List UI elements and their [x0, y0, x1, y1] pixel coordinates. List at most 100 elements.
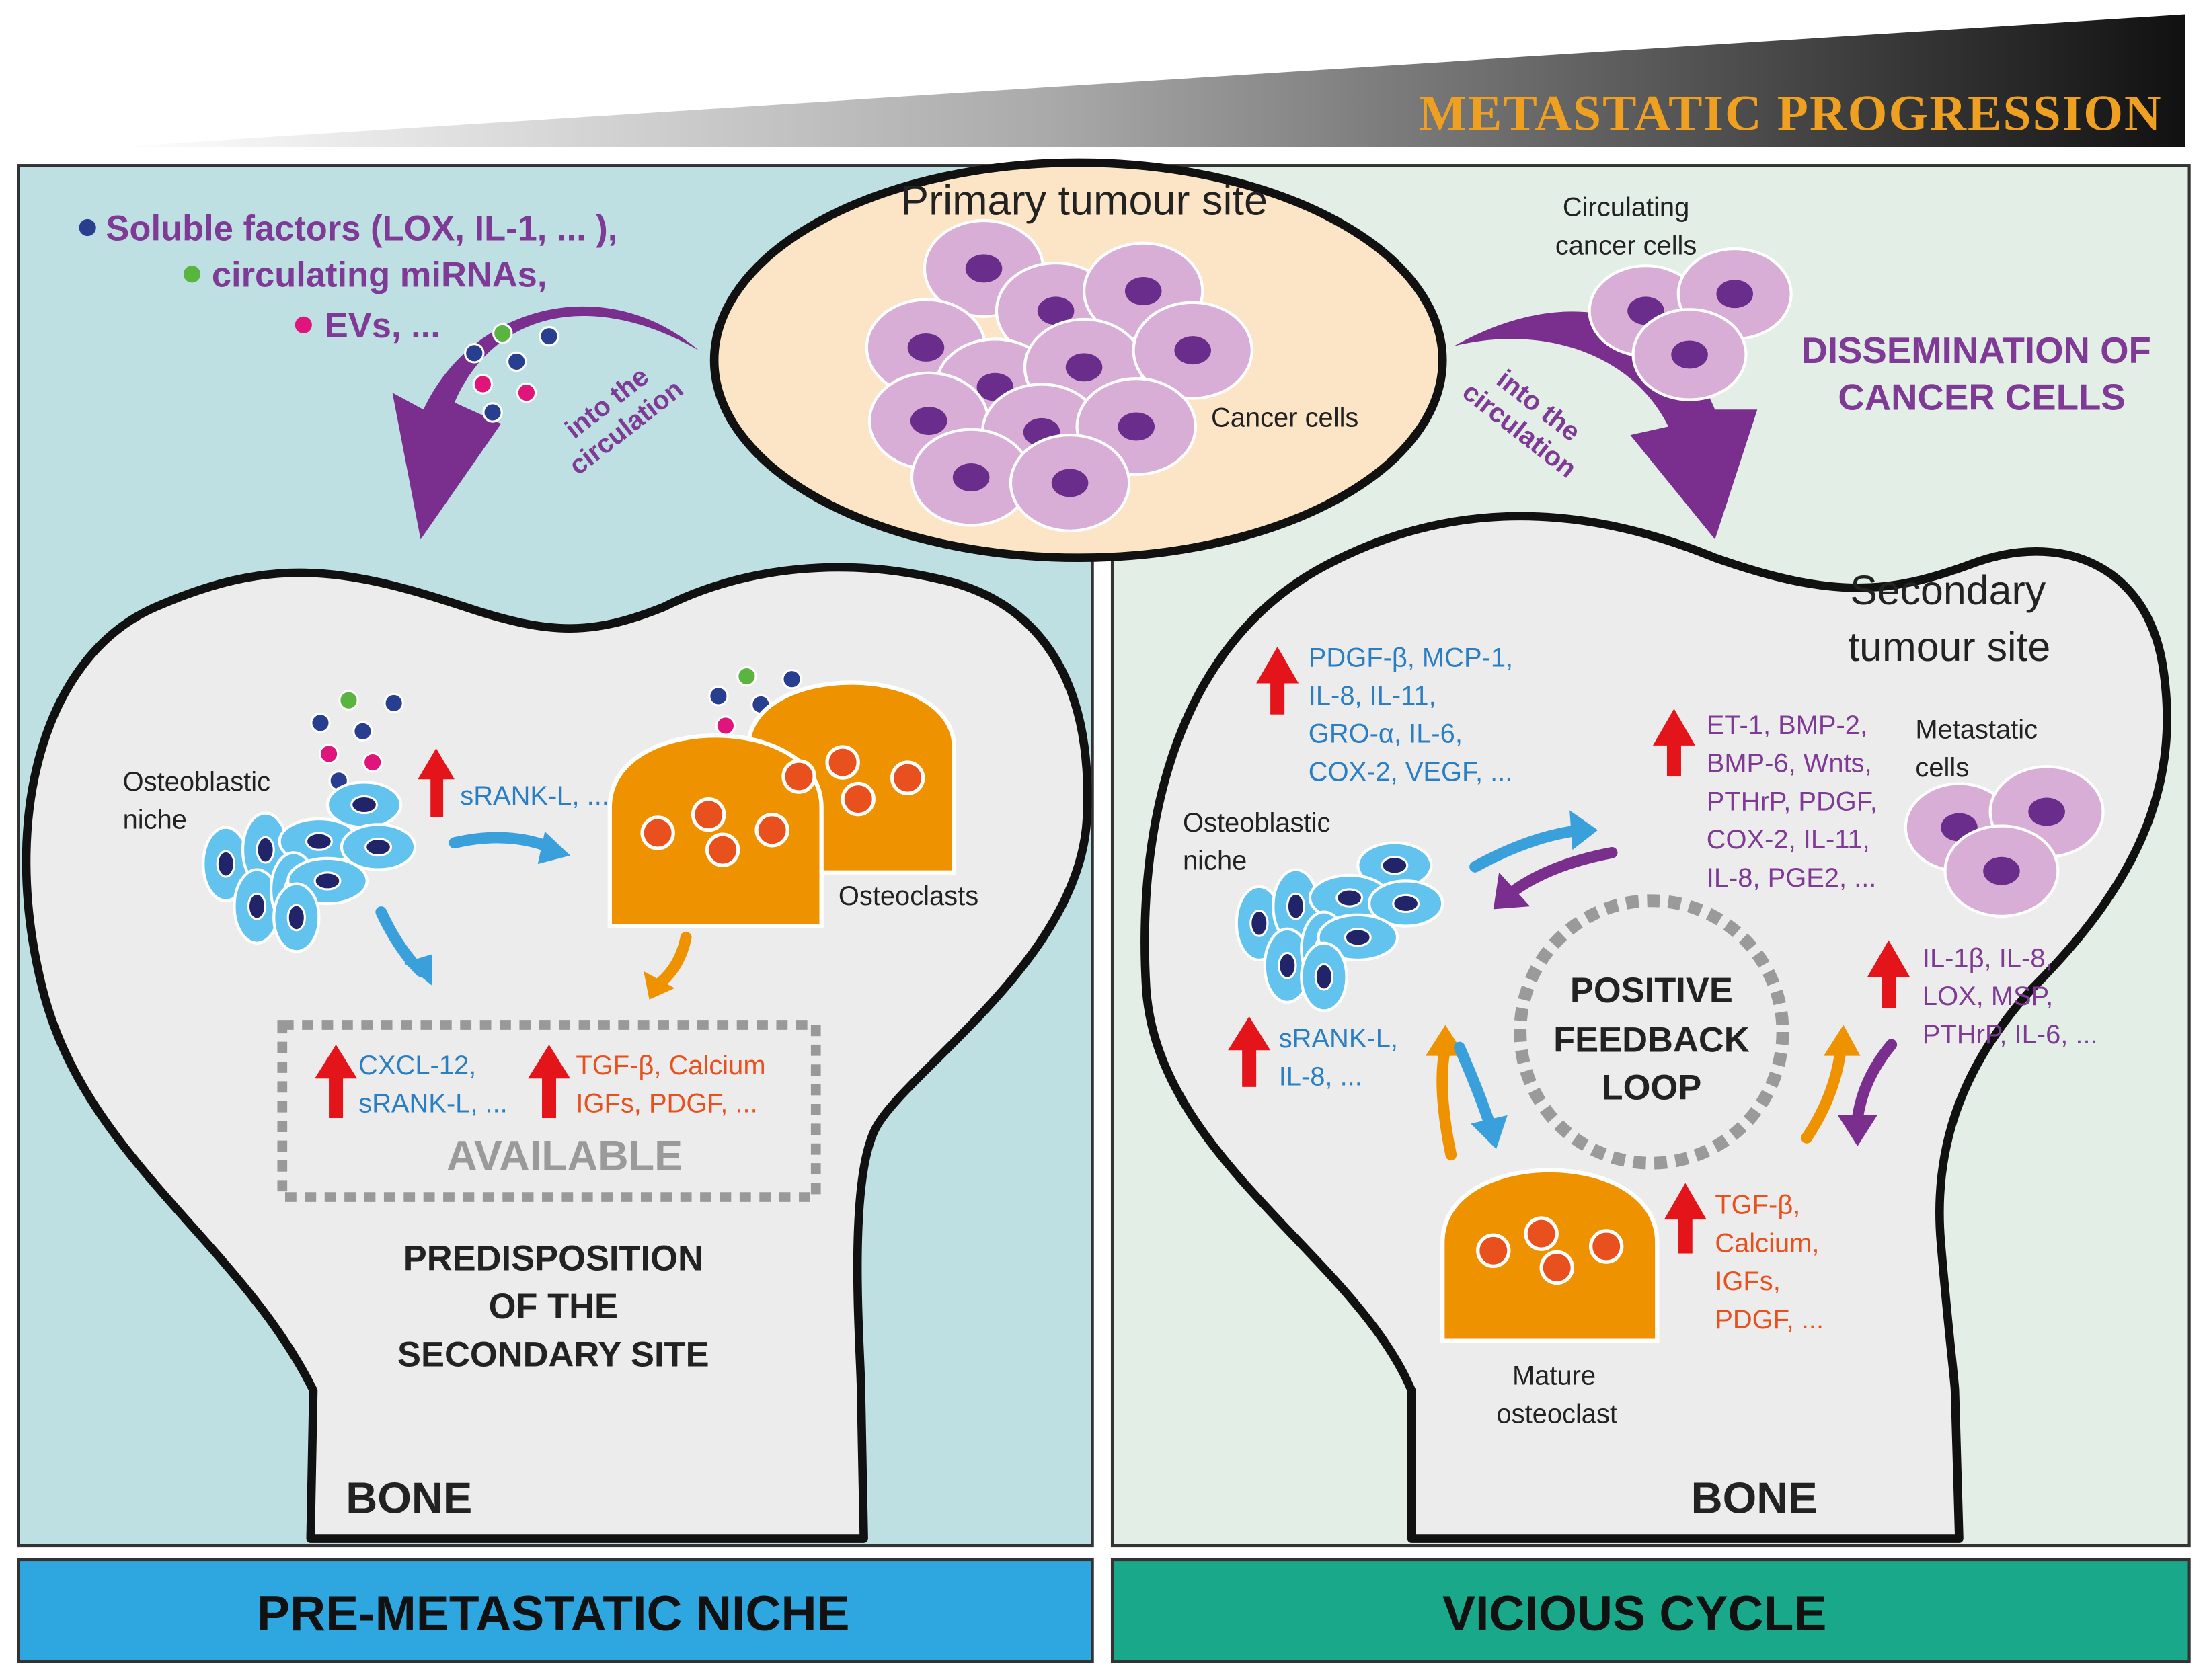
il-factors: IL-1β, IL-8, LOX, MSP, PTHrP, IL-6, ...: [1923, 943, 2098, 1049]
available-blue-factors: CXCL-12, sRANK-L, ...: [358, 1051, 508, 1119]
left-circulation-arrow: [392, 306, 699, 540]
right-niche-label-line-2: niche: [1183, 846, 1247, 876]
blue-dot-icon: [79, 218, 96, 237]
met-factors: ET-1, BMP-2, BMP-6, Wnts, PTHrP, PDGF, C…: [1707, 711, 1877, 893]
cancer-cell: [1943, 824, 2060, 918]
pink-dot-icon: [295, 316, 312, 333]
tgf-line-2: Calcium,: [1715, 1228, 1819, 1258]
oc-to-met-arrowhead: [1823, 1025, 1861, 1056]
circulating-cells-label: Circulating cancer cells: [1555, 193, 1697, 261]
osteoblast-cell: [272, 882, 321, 953]
secondary-site-line-2: tumour site: [1848, 624, 2050, 670]
available-blue-up-arrow: [315, 1044, 358, 1119]
met-factors-up-arrow: [1652, 709, 1695, 777]
met-to-ob-arrow: [1510, 846, 1618, 895]
primary-tumour-cells: [865, 218, 1253, 532]
met-to-oc-arrow: [1851, 1039, 1898, 1124]
osteoblast-cell: [340, 823, 417, 871]
osteoblast-cell: [202, 826, 250, 902]
feedback-line-2: FEEDBACK: [1553, 1021, 1750, 1059]
footer-right-label: VICIOUS CYCLE: [1442, 1585, 1826, 1641]
soluble-factors-list: Soluble factors (LOX, IL-1, ... ), circu…: [79, 209, 617, 346]
ob-factor-line-1: PDGF-β, MCP-1,: [1309, 643, 1513, 672]
met-factor-line-4: COX-2, IL-11,: [1707, 825, 1870, 854]
right-srankl-up-arrow: [1228, 1016, 1271, 1087]
osteoblast-down-arrowhead: [403, 954, 432, 986]
circulating-cancer-cells: [1588, 247, 1793, 401]
il-factor-line-1: IL-1β, IL-8,: [1923, 943, 2053, 973]
predisposition-line-3: SECONDARY SITE: [397, 1335, 709, 1374]
met-factor-line-3: PTHrP, PDGF,: [1707, 787, 1877, 816]
available-orange-line-1: TGF-β, Calcium: [576, 1051, 765, 1080]
feedback-loop-ring: [1514, 894, 1789, 1170]
available-blue-line-2: sRANK-L, ...: [358, 1089, 508, 1119]
right-srankl-factors: sRANK-L, IL-8, ...: [1279, 1024, 1398, 1092]
available-orange-factors: TGF-β, Calcium IGFs, PDGF, ...: [576, 1051, 765, 1119]
ob-to-met-arrowhead: [1569, 810, 1598, 850]
met-factor-line-5: IL-8, PGE2, ...: [1707, 863, 1877, 893]
left-srankl-up-arrow: [418, 748, 455, 817]
mature-osteoclast-line-2: osteoclast: [1496, 1399, 1617, 1429]
cancer-cell: [1009, 433, 1131, 532]
left-bone-label: BONE: [346, 1474, 472, 1523]
right-niche-label-line-1: Osteoblastic: [1183, 808, 1330, 838]
dissemination-line-2: CANCER CELLS: [1838, 376, 2125, 417]
metastatic-progression-header: METASTATIC PROGRESSION: [112, 14, 2185, 147]
footer-left-bar: [17, 1558, 1094, 1663]
il-factor-line-2: LOX, MSP,: [1923, 982, 2053, 1011]
progression-wedge: [112, 14, 2185, 147]
osteoclast-down-arrowhead: [644, 971, 675, 1000]
soluble-factors-line: Soluble factors (LOX, IL-1, ... ),: [106, 209, 617, 248]
mirna-line: circulating miRNAs,: [212, 256, 547, 295]
predisposition-line-2: OF THE: [489, 1287, 618, 1326]
left-niche-label-line-2: niche: [123, 805, 187, 835]
tgf-line-3: IGFs,: [1715, 1267, 1780, 1296]
metastatic-cells-label: Metastatic cells: [1915, 715, 2038, 783]
secondary-site-line-1: Secondary: [1850, 567, 2046, 613]
footer-left-label: PRE-METASTATIC NICHE: [257, 1585, 849, 1641]
front-osteoclast: [607, 733, 824, 928]
available-blue-line-1: CXCL-12,: [358, 1051, 476, 1080]
mature-osteoclast: [1440, 1168, 1660, 1343]
cancer-cell: [1132, 301, 1253, 400]
right-srankl-line-1: sRANK-L,: [1279, 1024, 1398, 1053]
available-box: [277, 1020, 821, 1202]
left-osteoblast-cluster: [202, 781, 417, 953]
il-factor-line-3: PTHrP, IL-6, ...: [1923, 1020, 2098, 1049]
dissemination-text: DISSEMINATION OF CANCER CELLS: [1801, 330, 2150, 417]
right-srankl-line-2: IL-8, ...: [1279, 1062, 1362, 1092]
tgf-line-4: PDGF, ...: [1715, 1305, 1824, 1334]
tgf-line-1: TGF-β,: [1715, 1191, 1800, 1220]
met-to-oc-arrowhead: [1837, 1115, 1877, 1146]
osteoclasts-label: Osteoclasts: [839, 881, 978, 911]
ob-factors: PDGF-β, MCP-1, IL-8, IL-11, GRO-α, IL-6,…: [1309, 643, 1513, 787]
left-niche-label-line-1: Osteoblastic: [123, 767, 270, 797]
ob-factor-line-3: GRO-α, IL-6,: [1309, 719, 1463, 749]
ob-factors-up-arrow: [1256, 646, 1299, 715]
primary-tumour-label: Primary tumour site: [900, 177, 1268, 225]
left-srankl-label: sRANK-L, ...: [460, 781, 609, 811]
dissemination-line-1: DISSEMINATION OF: [1801, 330, 2150, 371]
feedback-line-1: POSITIVE: [1570, 971, 1733, 1010]
right-bone: [1140, 512, 2171, 1543]
feedback-line-3: LOOP: [1602, 1069, 1702, 1108]
il-factors-up-arrow: [1867, 940, 1910, 1008]
met-factor-line-2: BMP-6, Wnts,: [1707, 749, 1872, 778]
circulating-particles: [464, 323, 559, 423]
osteoblast-cell: [1300, 941, 1348, 1012]
mature-osteoclast-label: Mature osteoclast: [1496, 1361, 1617, 1429]
tgf-up-arrow: [1664, 1183, 1707, 1254]
oc-to-met-arrow: [1801, 1044, 1847, 1144]
met-factor-line-1: ET-1, BMP-2,: [1707, 711, 1867, 740]
metastatic-label-line-1: Metastatic: [1915, 715, 2038, 744]
cancer-cells-label: Cancer cells: [1211, 403, 1358, 432]
available-orange-line-2: IGFs, PDGF, ...: [576, 1089, 757, 1119]
ob-to-met-arrow: [1469, 824, 1587, 873]
met-to-ob-arrowhead: [1493, 872, 1530, 910]
right-bone-label: BONE: [1691, 1474, 1818, 1523]
oc-to-ob-arrow: [1436, 1041, 1457, 1160]
osteoblast-cell: [1356, 841, 1433, 889]
circulating-label-line-2: cancer cells: [1555, 231, 1697, 260]
green-dot-icon: [183, 266, 201, 283]
feedback-loop-text: POSITIVE FEEDBACK LOOP: [1553, 971, 1750, 1108]
